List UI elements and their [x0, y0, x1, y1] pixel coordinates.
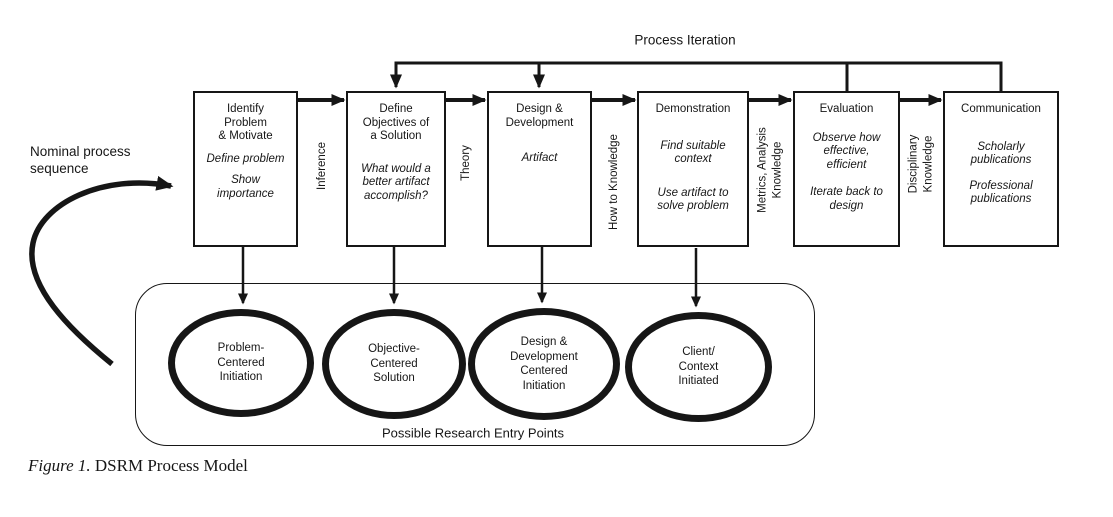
process-box-note: Iterate back to design: [810, 186, 883, 212]
process-box-note: Scholarly publications: [970, 140, 1032, 167]
connector-label-metrics-analysis-knowledge: Metrics, Analysis Knowledge: [756, 127, 784, 213]
possible-research-entry-points-label: Possible Research Entry Points: [381, 425, 565, 441]
connector-label-disciplinary-knowledge: Disciplinary Knowledge: [907, 134, 935, 194]
process-box-note: Show importance: [217, 174, 274, 200]
process-box-title: Define Objectives of a Solution: [362, 103, 430, 142]
connector-label-how-to-knowledge: How to Knowledge: [607, 134, 620, 230]
process-box-evaluation: Evaluation Observe how effective, effici…: [793, 91, 900, 247]
process-box-design-development: Design & Development Artifact: [487, 91, 592, 247]
process-box-title: Design & Development: [505, 103, 574, 129]
process-iteration-loop: [390, 61, 1003, 95]
entry-point-label: Design & Development Centered Initiation: [510, 336, 578, 392]
entry-point-label: Client/ Context Initiated: [678, 346, 719, 388]
entry-point-client-context: Client/ Context Initiated: [625, 312, 772, 422]
figure-caption-text: DSRM Process Model: [90, 456, 248, 475]
entry-point-design-development-centered: Design & Development Centered Initiation: [468, 308, 620, 420]
research-entry-panel: [135, 283, 815, 446]
connector-label-theory: Theory: [459, 145, 472, 181]
process-box-note: What would a better artifact accomplish?: [361, 162, 431, 202]
process-iteration-label: Process Iteration: [634, 32, 736, 48]
process-box-title: Evaluation: [819, 103, 874, 115]
entry-down-arrows: [238, 247, 701, 308]
process-box-communication: Communication Scholarly publications Pro…: [943, 91, 1059, 247]
process-box-title: Communication: [961, 103, 1041, 115]
entry-point-problem-centered: Problem- Centered Initiation: [168, 309, 314, 417]
connector-label-inference: Inference: [315, 142, 328, 190]
process-box-note: Define problem: [206, 152, 285, 165]
process-box-define-objectives: Define Objectives of a Solution What wou…: [346, 91, 446, 247]
entry-point-label: Problem- Centered Initiation: [217, 342, 265, 384]
process-box-note: Observe how effective, efficient: [812, 131, 881, 171]
process-box-title: Demonstration: [655, 103, 731, 115]
process-box-identify-problem: Identify Problem & Motivate Define probl…: [193, 91, 298, 247]
process-box-note: Artifact: [521, 152, 558, 164]
process-box-note: Find suitable context: [660, 139, 726, 166]
process-box-title: Identify Problem & Motivate: [218, 103, 273, 142]
nominal-sequence-arrow: [29, 175, 174, 367]
entry-point-objective-centered: Objective- Centered Solution: [322, 309, 466, 419]
process-box-note: Use artifact to solve problem: [657, 186, 729, 213]
figure-caption: Figure 1. DSRM Process Model: [28, 456, 248, 476]
process-box-demonstration: Demonstration Find suitable context Use …: [637, 91, 749, 247]
process-box-note: Professional publications: [969, 179, 1033, 206]
nominal-process-sequence-label: Nominal process sequence: [30, 144, 131, 176]
entry-point-label: Objective- Centered Solution: [368, 343, 420, 385]
figure-caption-number: Figure 1.: [28, 456, 91, 475]
